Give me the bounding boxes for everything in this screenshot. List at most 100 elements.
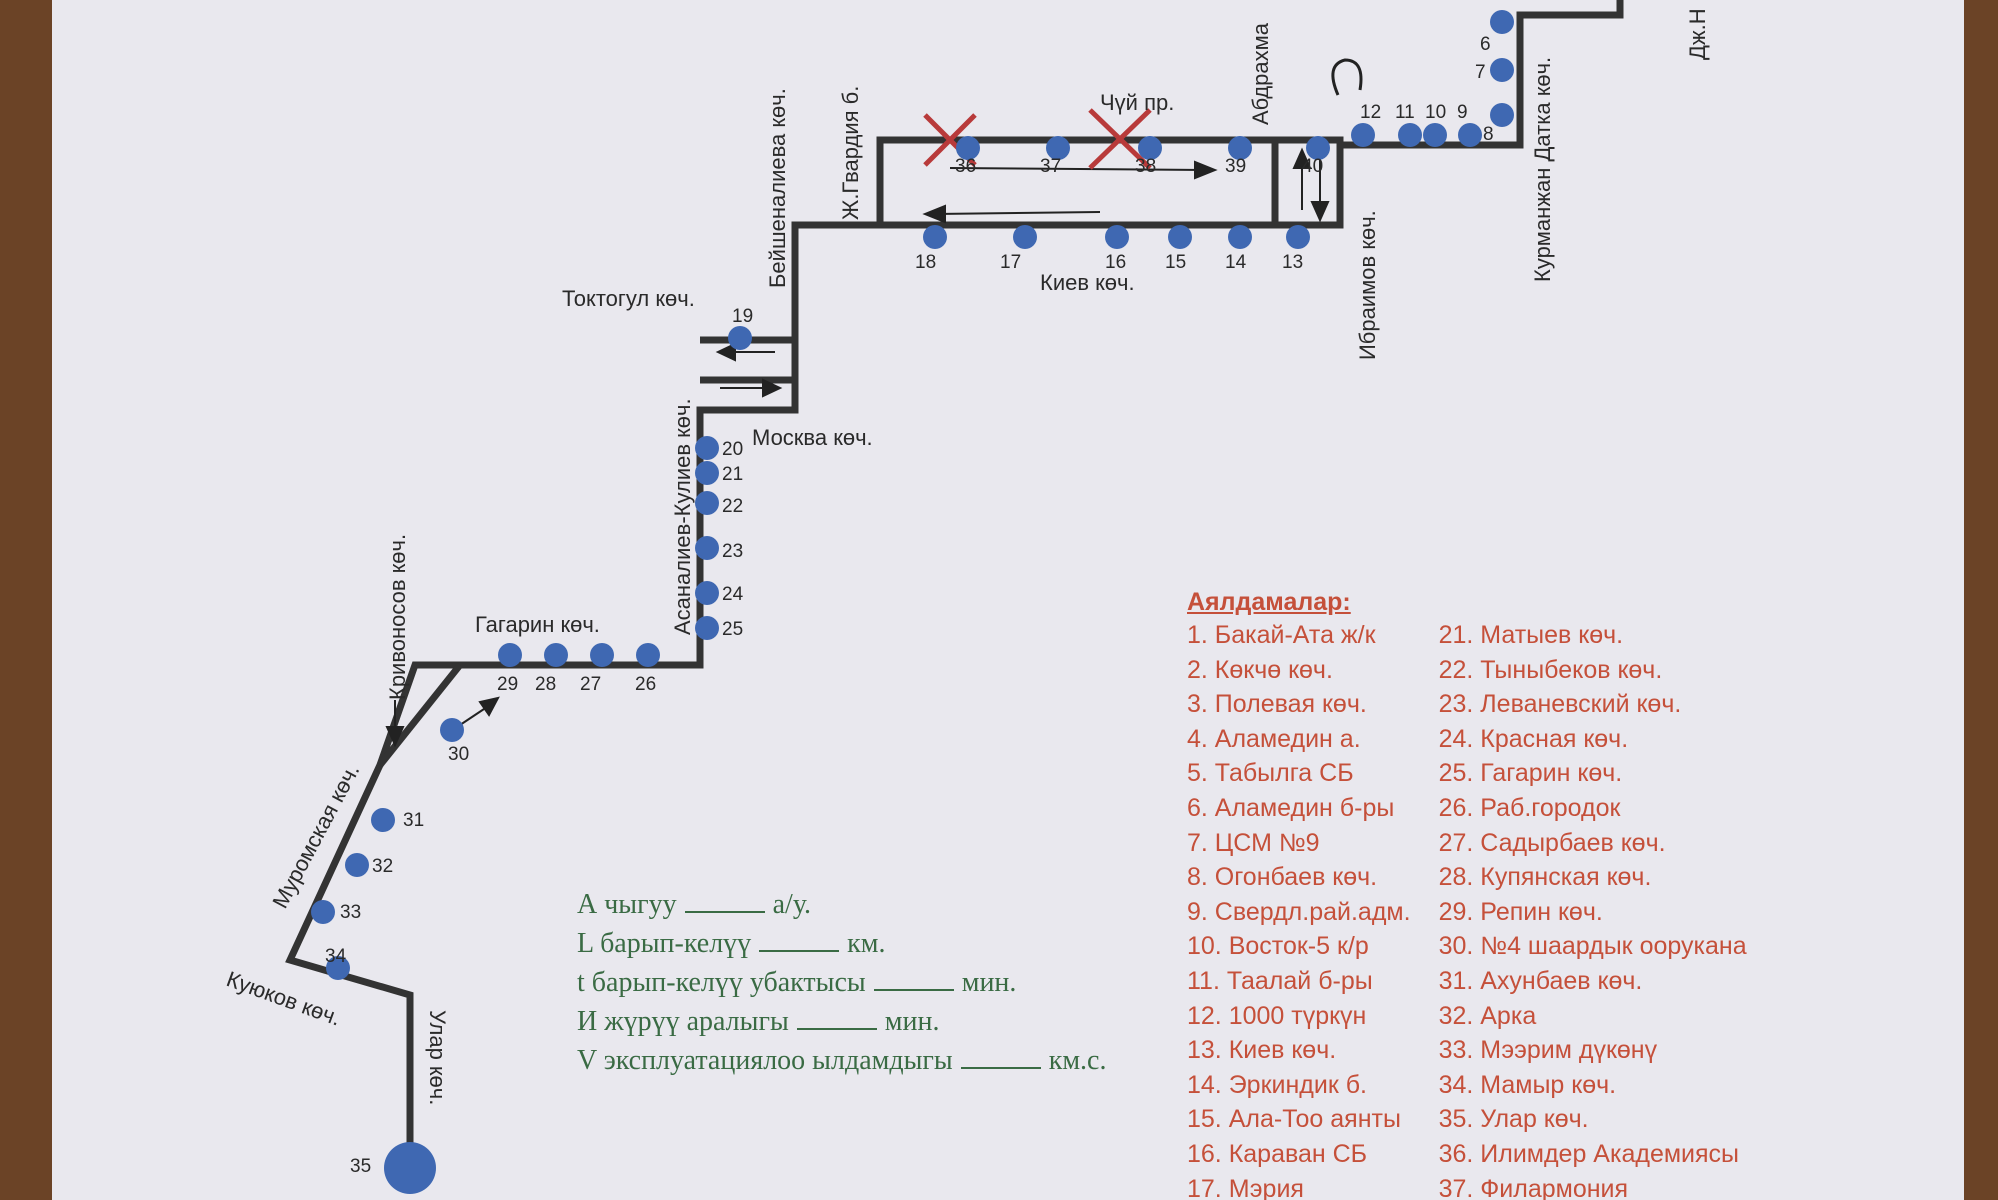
legend-item: 4. Аламедин а.	[1187, 724, 1361, 753]
legend-item: 37. Филармония	[1438, 1174, 1629, 1200]
svg-text:19: 19	[732, 306, 753, 327]
svg-text:25: 25	[722, 619, 743, 640]
svg-text:13: 13	[1282, 252, 1303, 273]
arrow-up-icon	[1292, 147, 1312, 169]
svg-text:21: 21	[722, 464, 743, 485]
legend-item: 17. Мэрия	[1187, 1174, 1304, 1200]
stop-numbers: 6 7 8 9 10 11 12 13 14 15 16 17 18 19 20…	[325, 34, 1494, 1177]
svg-text:34: 34	[325, 946, 347, 967]
blank-field	[796, 1002, 877, 1030]
svg-text:7: 7	[1475, 62, 1486, 83]
arrow-right-icon	[1194, 160, 1218, 180]
blank-field	[759, 924, 840, 952]
arrow-left-icon	[715, 342, 736, 362]
svg-text:16: 16	[1105, 252, 1126, 273]
street-krivonosov: Кривоносов көч.	[385, 534, 410, 700]
svg-text:6: 6	[1480, 34, 1491, 55]
svg-text:35: 35	[350, 1156, 371, 1177]
svg-text:17: 17	[1000, 252, 1021, 273]
blank-field	[684, 885, 765, 913]
svg-text:37: 37	[1040, 156, 1061, 177]
arrow-up-right-icon	[478, 696, 500, 717]
street-ibraimov: Ибраимов көч.	[1355, 210, 1380, 360]
svg-text:28: 28	[535, 674, 556, 695]
legend-item: 13. Киев көч.	[1187, 1036, 1337, 1065]
legend-item: 35. Улар көч.	[1438, 1105, 1589, 1134]
street-moskva: Москва көч.	[752, 425, 873, 450]
blank-field	[960, 1041, 1041, 1069]
svg-text:27: 27	[580, 674, 601, 695]
legend-item: 3. Полевая көч.	[1187, 690, 1367, 719]
arrow-left-icon	[922, 204, 946, 224]
legend-item: 11. Таалай б-ры	[1187, 966, 1373, 995]
legend-item: 34. Мамыр көч.	[1438, 1070, 1617, 1099]
cancelled-marks	[923, 108, 1152, 170]
street-abdrakhmanov: Абдрахма	[1248, 22, 1273, 125]
street-kuyukov: Куюков көч.	[223, 966, 344, 1030]
direction-arrows	[385, 58, 1363, 748]
legend-column-2: 21. Матыев көч. 22. Тыныбеков көч. 23. Лев…	[1439, 621, 1747, 1200]
legend-item: 27. Садырбаев көч.	[1438, 828, 1666, 857]
legend-item: 21. Матыев көч.	[1438, 621, 1624, 649]
street-asanaliev: Асаналиев-Кулиев көч.	[670, 398, 695, 635]
legend-item: 32. Арка	[1438, 1001, 1537, 1030]
legend-item: 5. Табылга СБ	[1187, 759, 1354, 788]
arrow-down-icon	[1310, 201, 1330, 223]
legend-item: 23. Леваневский көч.	[1438, 690, 1682, 719]
svg-text:22: 22	[722, 496, 743, 517]
svg-text:12: 12	[1360, 102, 1381, 123]
legend-item: 29. Репин көч.	[1438, 897, 1603, 926]
legend-item: 28. Купянская көч.	[1438, 863, 1652, 892]
street-kurmanjan: Курманжан Датка көч.	[1530, 57, 1555, 282]
legend-item: 9. Свердл.рай.адм.	[1187, 897, 1411, 926]
svg-text:10: 10	[1425, 102, 1446, 123]
svg-text:36: 36	[955, 156, 976, 177]
svg-text:14: 14	[1225, 252, 1247, 273]
legend-item: 26. Раб.городок	[1438, 793, 1621, 822]
street-gagarin: Гагарин көч.	[475, 612, 600, 637]
svg-text:9: 9	[1457, 102, 1468, 123]
blank-field	[873, 963, 954, 991]
legend-title: Аялдамалар:	[1187, 588, 1351, 616]
legend-item: 2. Көкчө көч.	[1187, 655, 1333, 684]
legend-item: 36. Илимдер Академиясы	[1438, 1139, 1740, 1168]
street-beishenalieva: Бейшеналиева көч.	[765, 88, 790, 288]
arrow-right-icon	[762, 378, 783, 398]
street-zh-gvardia: Ж.Гвардия б.	[838, 86, 863, 220]
svg-text:24: 24	[722, 584, 744, 605]
legend-item: 25. Гагарин көч.	[1438, 759, 1623, 788]
street-kiev: Киев көч.	[1040, 270, 1135, 295]
u-turn-icon	[1331, 58, 1363, 96]
svg-text:31: 31	[403, 810, 424, 831]
svg-text:20: 20	[722, 439, 743, 460]
legend-item: 12. 1000 түркүн	[1187, 1001, 1367, 1030]
street-ular: Улар көч.	[425, 1010, 450, 1105]
legend-item: 16. Караван СБ	[1187, 1139, 1368, 1168]
svg-text:30: 30	[448, 744, 469, 765]
svg-text:18: 18	[915, 252, 936, 273]
svg-text:8: 8	[1483, 124, 1494, 145]
legend-item: 1. Бакай-Ата ж/к	[1187, 621, 1376, 649]
street-dzh: Дж.Н	[1685, 8, 1710, 60]
legend-item: 30. №4 шаардык оорукана	[1438, 932, 1747, 961]
svg-text:29: 29	[497, 674, 518, 695]
svg-text:26: 26	[635, 674, 656, 695]
route-sheet: 6 7 8 9 10 11 12 13 14 15 16 17 18 19 20…	[52, 0, 1964, 1200]
svg-text:23: 23	[722, 541, 743, 562]
route-line	[285, 0, 1624, 1165]
legend-item: 10. Восток-5 к/р	[1187, 932, 1369, 961]
legend-item: 7. ЦСМ №9	[1187, 828, 1320, 857]
route-map: 6 7 8 9 10 11 12 13 14 15 16 17 18 19 20…	[223, 0, 1710, 1194]
legend-item: 24. Красная көч.	[1438, 724, 1629, 753]
stops-legend: Аялдамалар: 1. Бакай-Ата ж/к 2. Көкчө көч…	[1187, 588, 1747, 1200]
legend-item: 14. Эркиндик б.	[1187, 1070, 1367, 1099]
legend-item: 22. Тыныбеков көч.	[1438, 655, 1663, 684]
svg-text:33: 33	[340, 902, 361, 923]
svg-text:11: 11	[1395, 102, 1415, 123]
arrow-down-icon	[385, 726, 405, 748]
legend-item: 8. Огонбаев көч.	[1187, 863, 1378, 892]
